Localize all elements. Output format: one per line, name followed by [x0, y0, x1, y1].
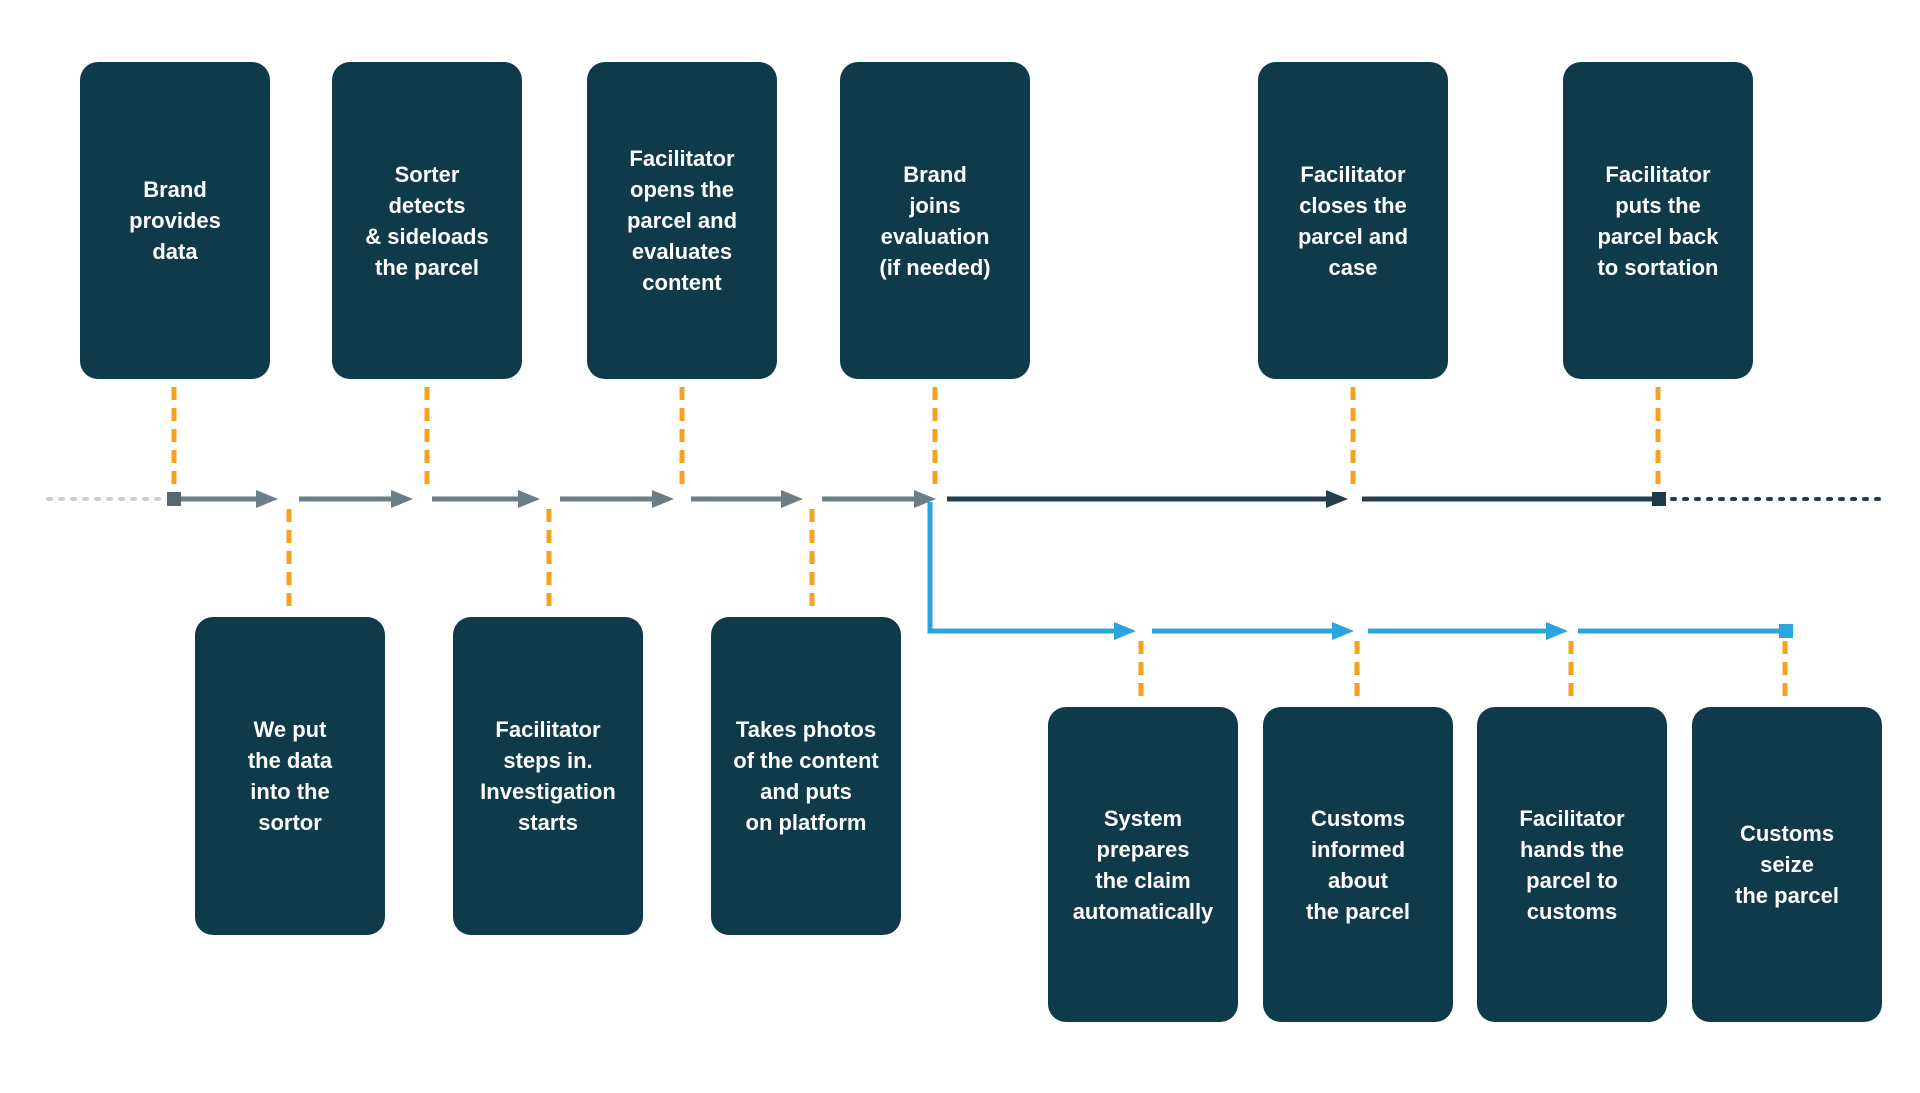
- blue-branch-arrows: [927, 502, 1793, 640]
- step-box-system-prepares-claim: System prepares the claim automatically: [1048, 707, 1238, 1022]
- step-box-facilitator-parcel-back-sortation: Facilitator puts the parcel back to sort…: [1563, 62, 1753, 379]
- step-box-brand-provides-data: Brand provides data: [80, 62, 270, 379]
- step-box-facilitator-hands-customs: Facilitator hands the parcel to customs: [1477, 707, 1667, 1022]
- orange-connectors-bottom-left: [286, 509, 815, 612]
- step-box-facilitator-opens-evaluates: Facilitator opens the parcel and evaluat…: [587, 62, 777, 379]
- gray-arrow-segments: [181, 490, 936, 508]
- orange-connectors-top: [171, 387, 1661, 491]
- step-box-facilitator-steps-in: Facilitator steps in. Investigation star…: [453, 617, 643, 935]
- blue-branch-end-marker: [1779, 624, 1793, 638]
- orange-connectors-bottom-right: [1138, 641, 1788, 700]
- step-box-we-put-data-sortor: We put the data into the sortor: [195, 617, 385, 935]
- step-box-takes-photos-platform: Takes photos of the content and puts on …: [711, 617, 901, 935]
- step-box-brand-joins-evaluation: Brand joins evaluation (if needed): [840, 62, 1030, 379]
- step-box-customs-informed: Customs informed about the parcel: [1263, 707, 1453, 1022]
- step-box-sorter-detects-sideloads: Sorter detects & sideloads the parcel: [332, 62, 522, 379]
- timeline-start-marker: [167, 492, 181, 506]
- timeline-end-marker: [1652, 492, 1666, 506]
- step-box-customs-seize-parcel: Customs seize the parcel: [1692, 707, 1882, 1022]
- navy-arrow-segments: [947, 490, 1884, 508]
- step-box-facilitator-closes-case: Facilitator closes the parcel and case: [1258, 62, 1448, 379]
